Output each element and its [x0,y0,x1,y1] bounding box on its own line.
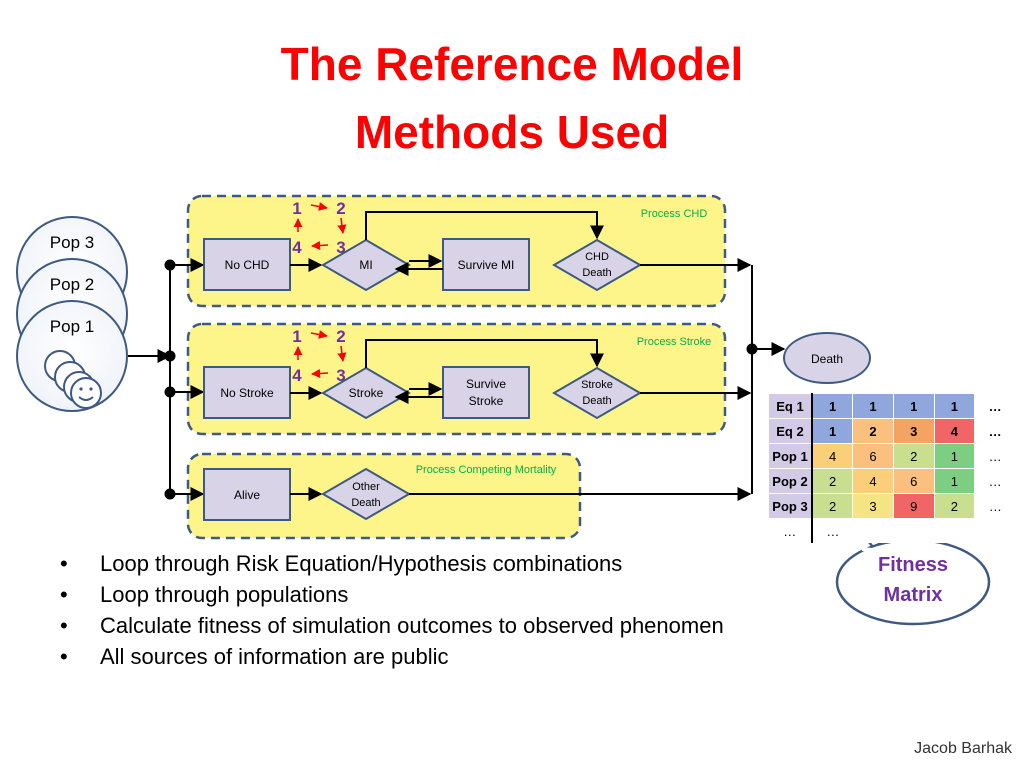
title-line-1: The Reference Model [280,38,744,90]
matrix-cell: 2 [852,418,894,444]
matrix-cell: 1 [933,443,976,469]
node-death [783,332,871,384]
matrix-cell-more: … [974,418,1016,444]
matrix-row-pop1: Pop 1 4 6 2 1 … [768,443,1016,469]
matrix-more-1: … [768,518,813,543]
node-mi [321,238,411,292]
matrix-row-pop3: Pop 3 2 3 9 2 … [768,493,1016,519]
node-mi-label: MI [359,258,372,272]
bullet-item: Loop through Risk Equation/Hypothesis co… [60,548,724,579]
node-other-death-label-2: Death [351,497,380,509]
node-no-stroke-label: No Stroke [220,386,274,400]
process-stroke-label: Process Stroke [637,336,712,348]
node-death-label: Death [811,352,843,366]
node-other-death-label-1: Other [352,481,380,493]
node-survive-stroke [442,366,530,419]
matrix-cell: 4 [852,468,894,494]
death-junction-dot [746,343,758,355]
matrix-cell: 3 [852,493,894,519]
node-chd-death-label-2: Death [582,267,611,279]
matrix-row-eq1: Eq 1 1 1 1 1 … [768,393,1016,419]
title-line-2: Methods Used [354,106,670,158]
matrix-cell-more: … [974,443,1016,469]
node-survive-stroke-label-1: Survive [466,377,506,391]
pop2-label: Pop 2 [50,275,94,294]
matrix-row-header: Eq 1 [768,393,813,419]
node-stroke-death [552,366,642,420]
matrix-cell: 2 [811,468,854,494]
matrix-cell: 1 [852,393,894,419]
matrix-cell: 1 [933,393,976,419]
node-survive-stroke-label-2: Stroke [469,394,504,408]
bullet-item: All sources of information are public [60,641,724,672]
fitness-callout-line-2: Matrix [883,584,943,606]
node-alive-label: Alive [234,488,260,502]
chd-loop-indicator: 1 2 3 4 [292,199,347,257]
node-chd-death [552,238,642,292]
matrix-cell: 6 [852,443,894,469]
matrix-row-header: Pop 1 [768,443,813,469]
chd-loop-1: 1 [292,199,301,218]
node-alive [203,468,291,521]
node-survive-mi [442,238,530,291]
matrix-cell-more: … [974,493,1016,519]
matrix-row-eq2: Eq 2 1 2 3 4 … [768,418,1016,444]
node-stroke [321,366,411,420]
junction-dots [164,259,176,500]
matrix-row-header: Eq 2 [768,418,813,444]
matrix-row-header: Pop 3 [768,493,813,519]
matrix-cell: 9 [892,493,935,519]
node-survive-mi-label: Survive MI [458,258,515,272]
matrix-cell: 4 [933,418,976,444]
matrix-cell-more: … [974,393,1016,419]
stroke-loop-indicator: 1 2 3 4 [292,327,347,385]
matrix-cell: 1 [811,393,854,419]
matrix-cell: 1 [933,468,976,494]
pop3-label: Pop 3 [50,233,94,252]
matrix-cell: 6 [892,468,935,494]
chd-arrows [290,211,752,276]
matrix-row-pop2: Pop 2 2 4 6 1 … [768,468,1016,494]
callout-pointer-mask [861,547,893,554]
bullet-item: Calculate fitness of simulation outcomes… [60,610,724,641]
process-chd-label: Process CHD [641,208,708,220]
node-stroke-death-label-2: Death [582,395,611,407]
node-no-chd-label: No CHD [225,258,270,272]
people-icon [44,350,102,409]
node-other-death [321,467,411,521]
fitness-callout-text: Fitness Matrix [836,550,990,610]
stroke-loop-4: 4 [292,366,302,385]
process-competing-label: Process Competing Mortality [416,464,557,476]
chd-loop-3: 3 [336,238,345,257]
matrix-cell: 2 [933,493,976,519]
matrix-cell-more: … [974,468,1016,494]
chd-loop-2: 2 [336,199,345,218]
node-stroke-label: Stroke [349,386,384,400]
author-name: Jacob Barhak [914,740,1012,757]
stroke-loop-3: 3 [336,366,345,385]
matrix-cell: 4 [811,443,854,469]
bullet-item: Loop through populations [60,579,724,610]
stroke-arrows [290,339,752,404]
stroke-loop-1: 1 [292,327,301,346]
bullet-list: Loop through Risk Equation/Hypothesis co… [60,548,724,672]
fitness-callout-line-1: Fitness [877,554,949,576]
matrix-cell: 1 [811,418,854,444]
fitness-matrix-table: Eq 1 1 1 1 1 … Eq 2 1 2 3 4 … Pop 1 4 6 … [768,393,1016,543]
matrix-cell: 1 [892,393,935,419]
node-stroke-death-label-1: Stroke [581,379,613,391]
node-no-stroke [203,366,291,419]
matrix-cell: 2 [892,443,935,469]
matrix-row-more: … … [768,518,1016,543]
stroke-loop-2: 2 [336,327,345,346]
matrix-cell: 3 [892,418,935,444]
chd-loop-4: 4 [292,238,302,257]
matrix-cell: 2 [811,493,854,519]
node-chd-death-label-1: CHD [585,251,609,263]
pop1-label: Pop 1 [50,317,94,336]
matrix-more-2: … [812,518,853,543]
matrix-row-header: Pop 2 [768,468,813,494]
